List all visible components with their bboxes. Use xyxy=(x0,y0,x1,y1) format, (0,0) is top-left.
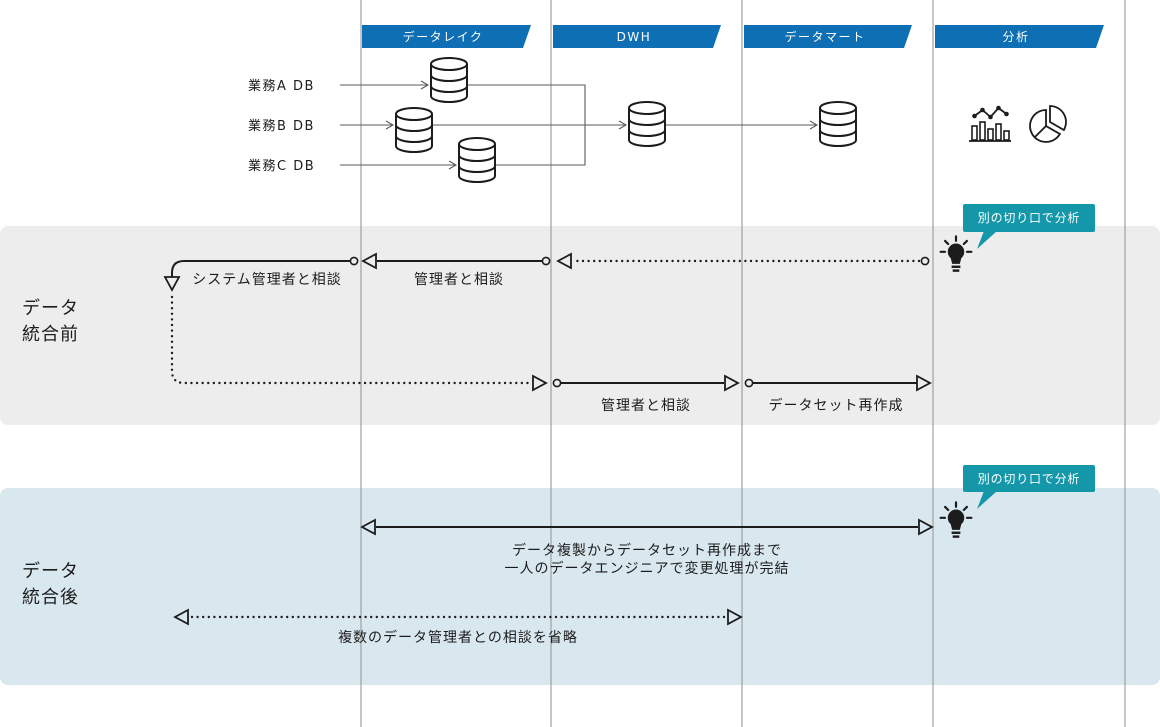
arrowhead-right xyxy=(724,374,740,392)
database-icon xyxy=(628,101,666,147)
arrowhead-left xyxy=(556,252,572,270)
column-header-label: 分析 xyxy=(1002,30,1029,44)
column-header-banner xyxy=(744,25,912,48)
flow-start-node xyxy=(552,378,562,388)
connector-arrowhead xyxy=(385,120,395,130)
pie-icon-body xyxy=(1029,109,1062,143)
chart-icon-bar xyxy=(995,123,1002,141)
analysis-request-to-dwh-flow xyxy=(556,252,930,270)
callout-tail xyxy=(977,491,997,509)
arrowhead-left xyxy=(360,518,376,536)
column-dividers xyxy=(360,0,1126,727)
callout-tail xyxy=(977,231,997,249)
flow-label: 一人のデータエンジニアで変更処理が完結 xyxy=(505,560,790,577)
chart-icon-point xyxy=(996,105,1001,111)
after-analysis-callout: 別の切り口で分析 xyxy=(963,465,1095,509)
dotted-connector xyxy=(170,295,533,385)
flow-start-node xyxy=(920,256,930,266)
database-icon xyxy=(819,101,857,147)
arrowhead-right xyxy=(532,374,548,392)
source-c-to-datalake-connector xyxy=(340,160,458,170)
flow-start-node xyxy=(349,256,359,266)
flow-label: 複数のデータ管理者との相談を省略 xyxy=(338,629,578,646)
column-header-label: DWH xyxy=(617,30,652,44)
arrowhead-left xyxy=(173,608,189,626)
source-a-to-datalake-connector xyxy=(340,80,430,90)
band-title: データ xyxy=(22,561,79,582)
flow-label: システム管理者と相談 xyxy=(192,272,342,288)
chart-icon-bar xyxy=(1003,130,1010,141)
arrowhead-right xyxy=(727,608,743,626)
return-to-dwh-flow xyxy=(170,295,548,392)
flow-label: データ複製からデータセット再作成まで xyxy=(512,542,782,559)
dwh-admin-consult-flow: 管理者と相談 xyxy=(361,252,551,288)
datalake-to-dwh-connector xyxy=(432,84,628,166)
band-title: データ xyxy=(22,298,79,319)
database-icon xyxy=(395,107,433,153)
after-integration-section: データ 統合後 別の切り口で分析 データ複製からデータセット再作成まで 一人のデ… xyxy=(22,465,1095,646)
chart-icon-bar xyxy=(971,125,978,141)
single-engineer-flow: データ複製からデータセット再作成まで 一人のデータエンジニアで変更処理が完結 xyxy=(360,518,934,577)
arrowhead-left xyxy=(361,252,377,270)
bar-line-chart-icon xyxy=(969,105,1011,142)
band-title: 統合後 xyxy=(22,587,79,608)
column-header-dwh: DWH xyxy=(553,25,721,48)
before-integration-section: データ 統合前 別の切り口で分析 管理者と相談 システム管理者と相談 xyxy=(22,204,1095,414)
connector-arrowhead xyxy=(809,120,819,130)
column-header-banner xyxy=(553,25,721,48)
callout-label: 別の切り口で分析 xyxy=(978,211,1080,225)
after-integration-band xyxy=(0,488,1160,685)
solid-connector xyxy=(171,260,350,277)
dataset-rebuild-flow: データセット再作成 xyxy=(744,374,932,414)
column-header-datamart: データマート xyxy=(744,25,912,48)
callout-label: 別の切り口で分析 xyxy=(978,472,1080,486)
dwh-to-datamart-connector xyxy=(665,120,819,130)
column-header-label: データレイク xyxy=(403,29,484,44)
database-icon xyxy=(458,137,496,183)
arrowhead-right xyxy=(918,518,934,536)
column-header-datalake: データレイク xyxy=(362,25,531,48)
datamart-admin-consult-flow: 管理者と相談 xyxy=(552,374,740,414)
flow-label: 管理者と相談 xyxy=(414,272,504,288)
skipped-consultation-flow: 複数のデータ管理者との相談を省略 xyxy=(173,608,743,646)
system-admin-consult-flow: システム管理者と相談 xyxy=(163,256,359,292)
source-label-c: 業務C DB xyxy=(248,158,315,174)
arrowhead-down xyxy=(163,276,181,292)
callout-bubble xyxy=(963,204,1095,232)
pie-icon-exploded-slice xyxy=(1049,105,1067,132)
column-header-analysis: 分析 xyxy=(935,25,1104,48)
arrowhead-right xyxy=(916,374,932,392)
column-header-banner xyxy=(935,25,1104,48)
connector-arrowhead xyxy=(618,120,628,130)
source-b-to-datalake-connector xyxy=(340,120,395,130)
flow-start-node xyxy=(744,378,754,388)
database-icon xyxy=(430,57,468,103)
pie-chart-icon xyxy=(1029,105,1067,143)
band-title: 統合前 xyxy=(22,324,79,345)
flow-label: 管理者と相談 xyxy=(601,398,691,414)
column-header-label: データマート xyxy=(784,29,865,44)
before-analysis-callout: 別の切り口で分析 xyxy=(963,204,1095,249)
pie-icon-divider xyxy=(1034,125,1047,138)
chart-icon-point xyxy=(1004,111,1009,117)
source-label-b: 業務B DB xyxy=(248,118,315,134)
chart-icon-bar xyxy=(987,128,994,141)
source-label-a: 業務A DB xyxy=(248,78,315,94)
connector-arrowhead xyxy=(420,80,430,90)
callout-bubble xyxy=(963,465,1095,492)
before-integration-band xyxy=(0,226,1160,425)
connector-arrowhead xyxy=(448,160,458,170)
column-header-banner xyxy=(362,25,531,48)
flow-label: データセット再作成 xyxy=(769,397,904,414)
chart-icon-point xyxy=(988,114,993,120)
flow-start-node xyxy=(541,256,551,266)
chart-icon-point xyxy=(980,107,985,113)
chart-icon-point xyxy=(972,113,977,119)
chart-icon-bar xyxy=(979,121,986,141)
